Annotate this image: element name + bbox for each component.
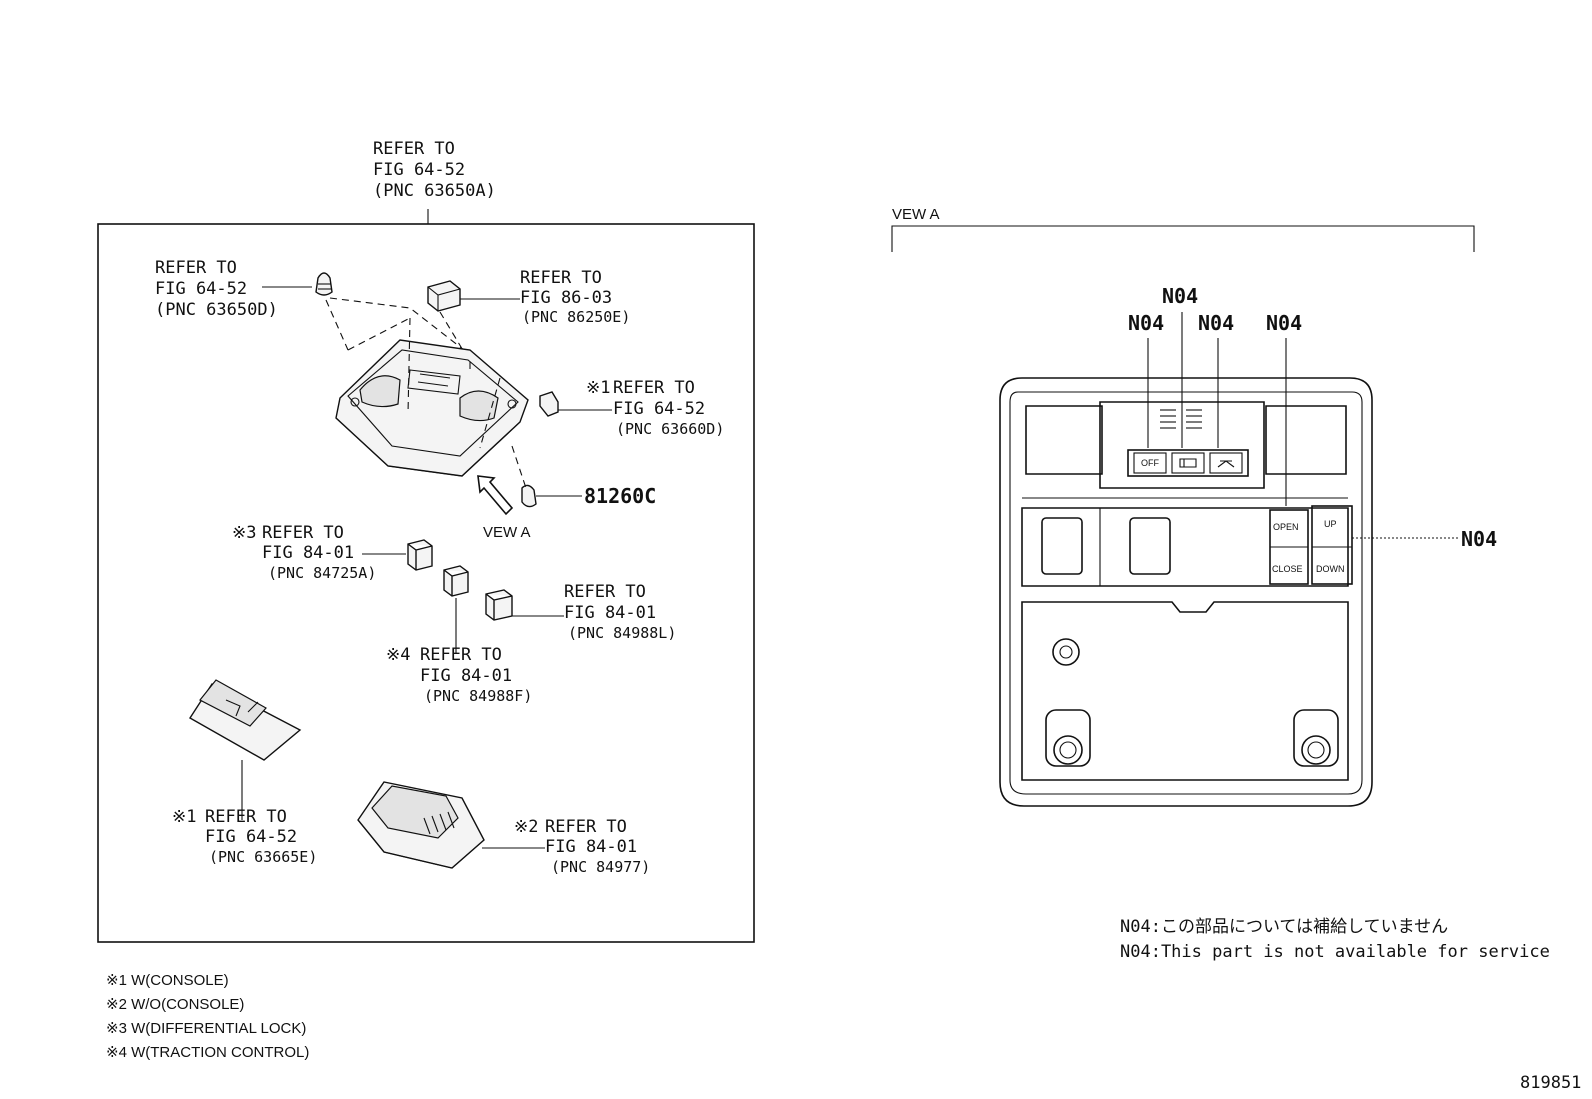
lamp-84977-part xyxy=(357,781,485,869)
view-a-arrow-label: VEW A xyxy=(483,524,531,541)
map-lamp-left xyxy=(1045,709,1091,767)
refer-84977-line3: (PNC 84977) xyxy=(551,858,650,876)
dome-lamp-icon xyxy=(1217,460,1235,468)
refer-84725a-line3: (PNC 84725A) xyxy=(268,564,376,582)
refer-63650d-line1: REFER TO xyxy=(155,258,237,278)
pad-63665e-part xyxy=(189,679,302,761)
n04-label-5: N04 xyxy=(1461,527,1497,551)
open-label: OPEN xyxy=(1273,522,1299,532)
n04-label-3: N04 xyxy=(1198,311,1234,335)
screw-icon xyxy=(1052,638,1080,666)
switch-84988f-part xyxy=(443,565,469,597)
bulb-socket-part xyxy=(315,272,333,296)
mark-1-a: ※1 xyxy=(586,378,610,398)
n04-label-1: N04 xyxy=(1162,284,1198,308)
note-japanese: N04:この部品については補給していません xyxy=(1120,917,1448,937)
view-a-arrow-icon xyxy=(477,475,514,516)
refer-84988l-line1: REFER TO xyxy=(564,582,646,602)
refer-63665e-line1: REFER TO xyxy=(205,807,287,827)
note-english: N04:This part is not available for servi… xyxy=(1120,942,1550,962)
door-lamp-icon xyxy=(1179,458,1197,468)
legend-item-4: ※4 W(TRACTION CONTROL) xyxy=(106,1044,309,1061)
door-lamp-button[interactable] xyxy=(1171,452,1205,474)
map-lamp-right xyxy=(1293,709,1339,767)
part-81260c: 81260C xyxy=(584,484,656,508)
top-refer-line1: REFER TO xyxy=(373,139,455,159)
switch-86250e-part xyxy=(427,280,461,312)
refer-63650d-line2: FIG 64-52 xyxy=(155,279,247,299)
sunroof-open-close-button[interactable]: OPEN CLOSE xyxy=(1269,509,1309,585)
mark-3: ※3 xyxy=(232,523,256,543)
bulb-81260c-part xyxy=(521,484,537,508)
refer-86250e-line2: FIG 86-03 xyxy=(520,288,612,308)
switch-84988l-part xyxy=(485,589,513,621)
view-a-panel: VEW A N04 N04 N04 N04 N04 xyxy=(891,206,1497,807)
refer-84977-line2: FIG 84-01 xyxy=(545,837,637,857)
refer-84977-line1: REFER TO xyxy=(545,817,627,837)
sunroof-up-down-button[interactable]: UP DOWN xyxy=(1311,505,1353,585)
refer-63660d-line2: FIG 64-52 xyxy=(613,399,705,419)
off-button-label: OFF xyxy=(1141,458,1159,468)
legend: ※1 W(CONSOLE) ※2 W/O(CONSOLE) ※3 W(DIFFE… xyxy=(106,972,309,1061)
refer-63665e-line3: (PNC 63665E) xyxy=(209,848,317,866)
refer-86250e-line3: (PNC 86250E) xyxy=(522,308,630,326)
refer-84725a-line1: REFER TO xyxy=(262,523,344,543)
top-refer-line2: FIG 64-52 xyxy=(373,160,465,180)
up-label: UP xyxy=(1324,519,1337,529)
console-outline xyxy=(999,377,1373,807)
refer-63660d-line3: (PNC 63660D) xyxy=(616,420,724,438)
mark-2: ※2 xyxy=(514,817,538,837)
left-frame xyxy=(97,223,755,943)
mark-1-b: ※1 xyxy=(172,807,196,827)
clip-63660d-part xyxy=(539,391,559,417)
roof-console-part xyxy=(335,339,529,477)
refer-84725a-line2: FIG 84-01 xyxy=(262,543,354,563)
dome-lamp-button[interactable] xyxy=(1209,452,1243,474)
n04-label-2: N04 xyxy=(1128,311,1164,335)
refer-84988l-line3: (PNC 84988L) xyxy=(568,624,676,642)
view-a-title: VEW A xyxy=(892,206,940,223)
refer-63665e-line2: FIG 64-52 xyxy=(205,827,297,847)
down-label: DOWN xyxy=(1316,564,1345,574)
speaker-grille-icon xyxy=(1160,409,1202,429)
legend-item-1: ※1 W(CONSOLE) xyxy=(106,972,229,989)
refer-84988f-line2: FIG 84-01 xyxy=(420,666,512,686)
legend-item-3: ※3 W(DIFFERENTIAL LOCK) xyxy=(106,1020,306,1037)
refer-84988f-line3: (PNC 84988F) xyxy=(424,687,532,705)
switch-84725a-part xyxy=(407,539,433,571)
mark-4: ※4 xyxy=(386,645,410,665)
refer-84988f-line1: REFER TO xyxy=(420,645,502,665)
top-refer-line3: (PNC 63650A) xyxy=(373,181,496,201)
refer-63660d-line1: REFER TO xyxy=(613,378,695,398)
legend-item-2: ※2 W/O(CONSOLE) xyxy=(106,996,244,1013)
refer-84988l-line2: FIG 84-01 xyxy=(564,603,656,623)
n04-label-4: N04 xyxy=(1266,311,1302,335)
refer-86250e-line1: REFER TO xyxy=(520,268,602,288)
left-panel: REFER TO FIG 64-52 (PNC 63650A) REFER TO… xyxy=(97,139,755,943)
off-button[interactable]: OFF xyxy=(1133,452,1167,474)
close-label: CLOSE xyxy=(1272,564,1303,574)
figure-number: 819851 xyxy=(1520,1073,1581,1093)
refer-63650d-line3: (PNC 63650D) xyxy=(155,300,278,320)
